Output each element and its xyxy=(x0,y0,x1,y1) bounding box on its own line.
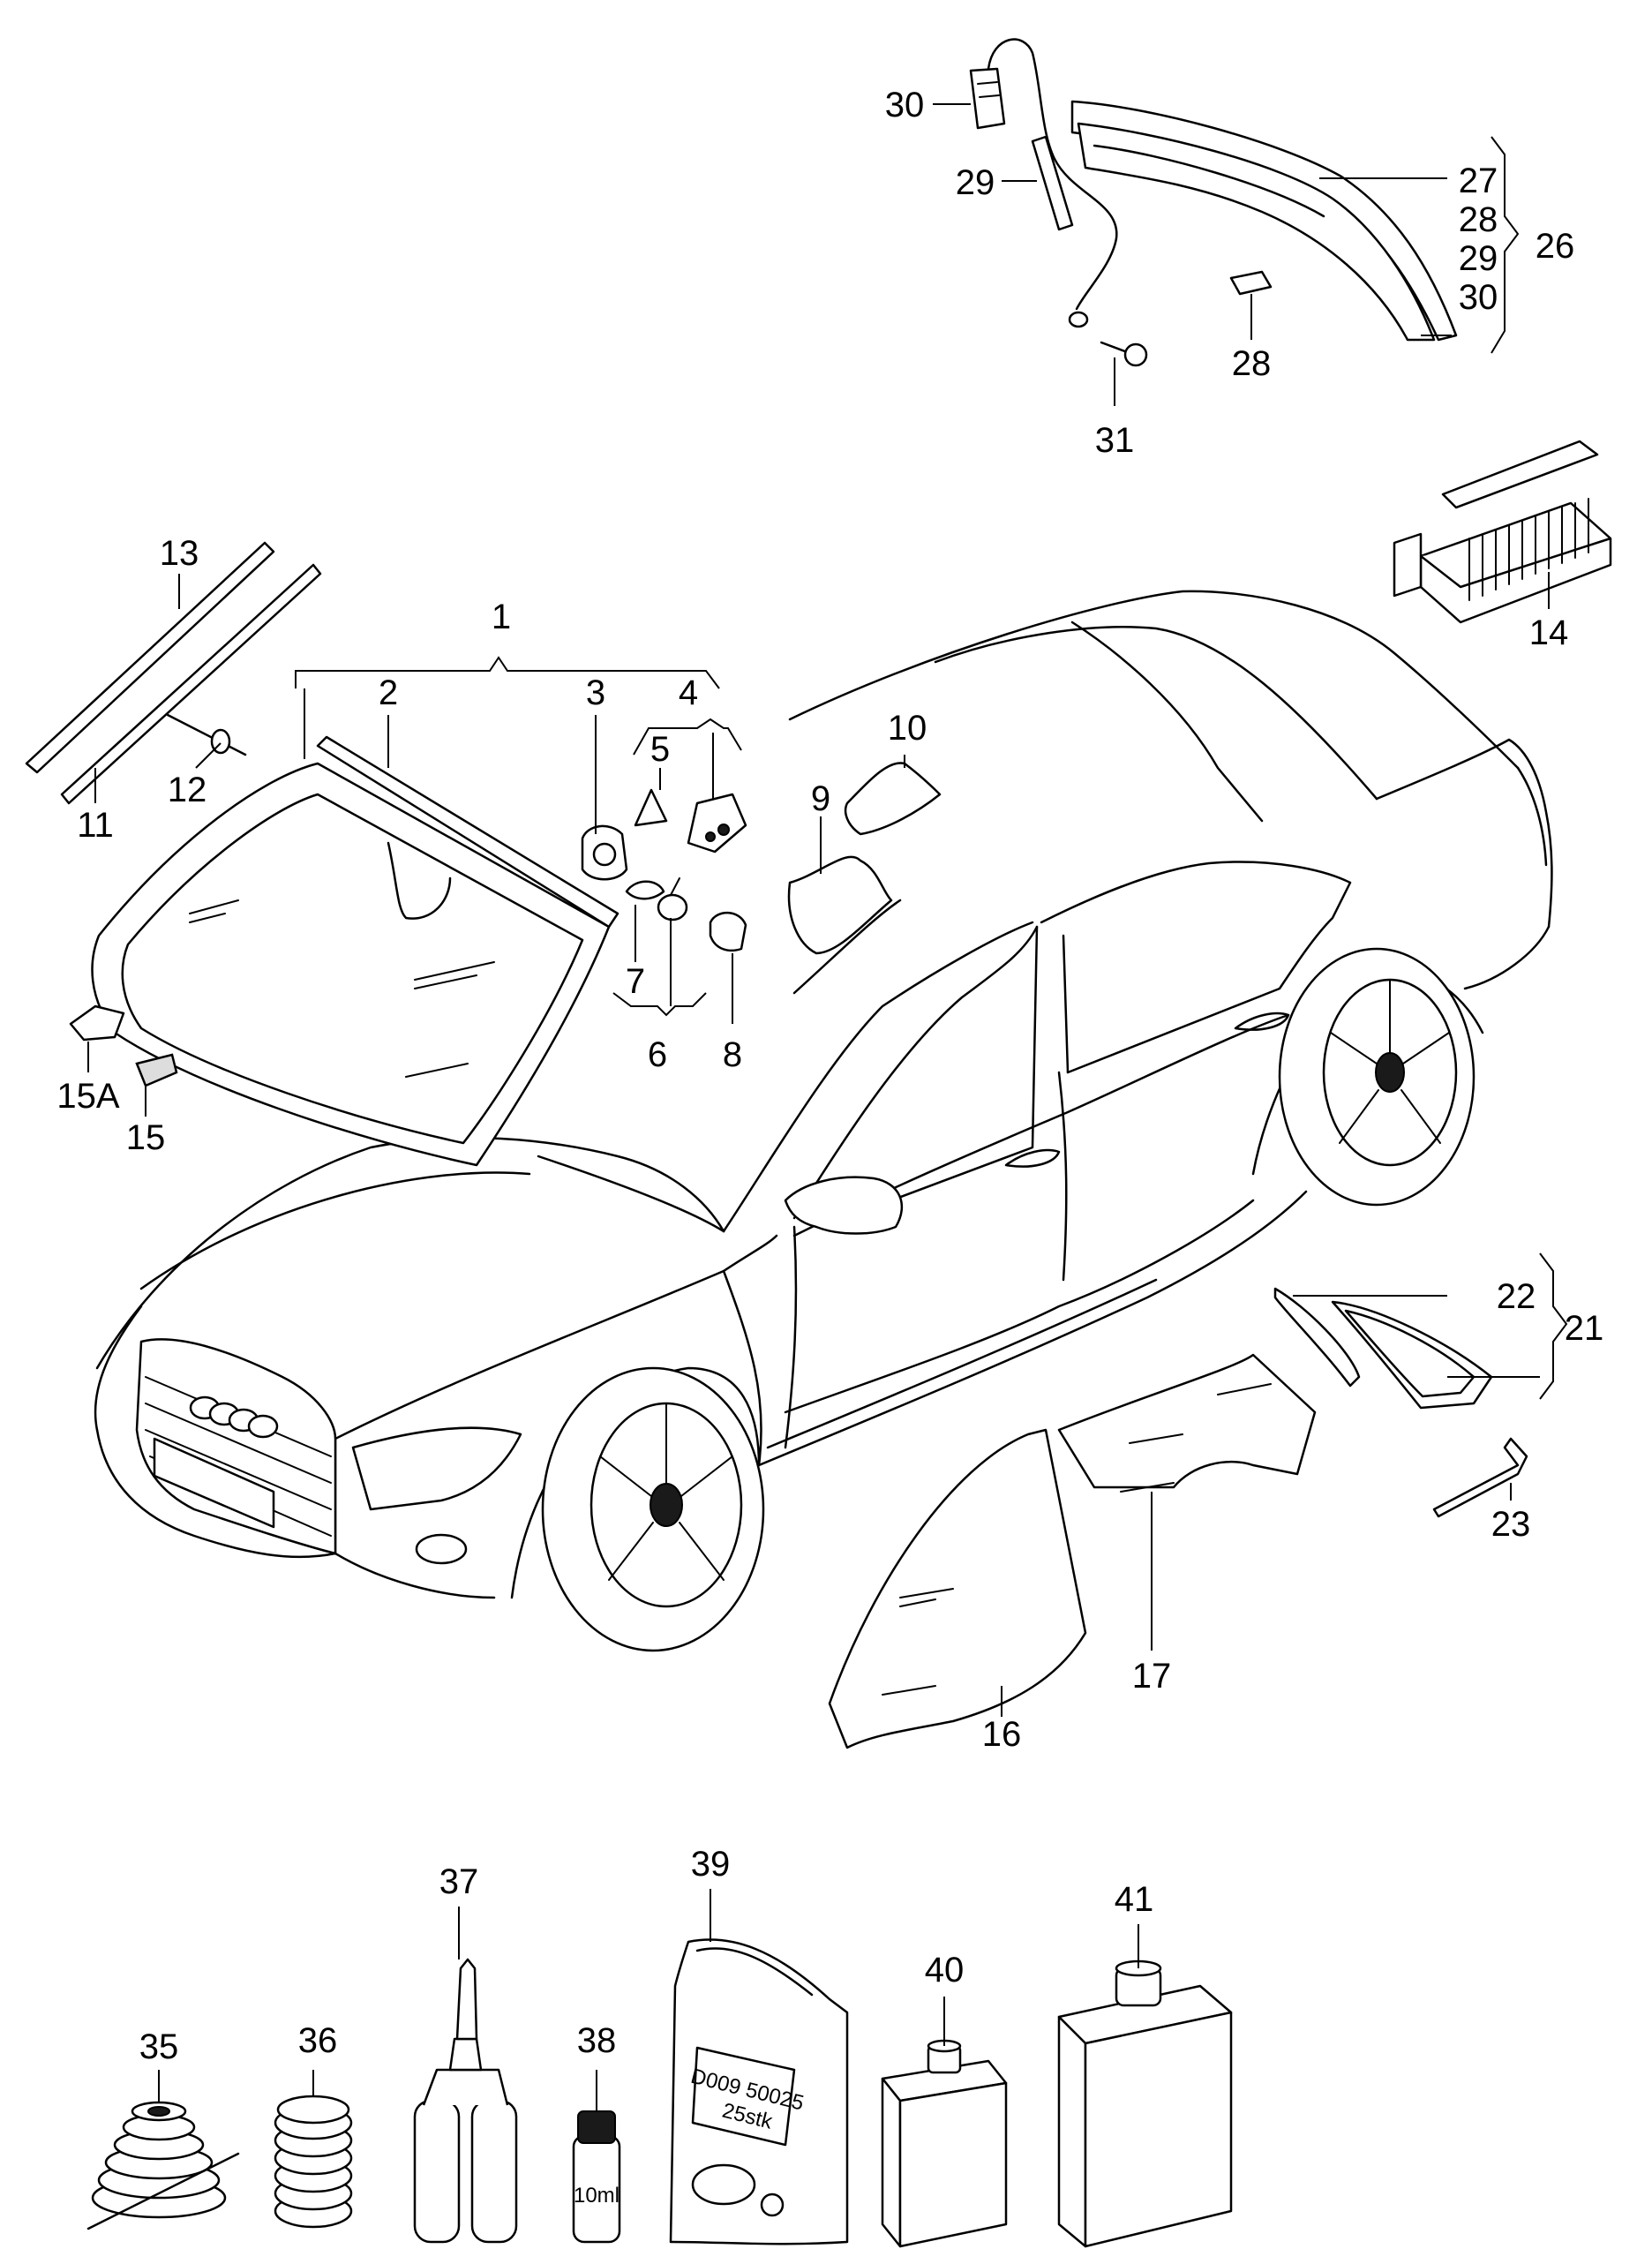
rear-wheel xyxy=(1278,947,1476,1207)
license-plate xyxy=(153,1437,275,1529)
cover-10 xyxy=(844,762,942,836)
callout-31: 31 xyxy=(1095,421,1135,460)
clips-bag-39: D009 50025 25stk xyxy=(669,1938,849,2245)
callout-40: 40 xyxy=(925,1951,965,1989)
glass-16-hatch xyxy=(882,1588,954,1696)
callout-28: 28 xyxy=(1232,344,1272,383)
callout-4: 4 xyxy=(679,673,698,712)
callout-1: 1 xyxy=(492,598,511,636)
control-unit-14 xyxy=(1393,440,1612,624)
rivet-12 xyxy=(166,713,247,756)
sealing-cord-36 xyxy=(274,2095,353,2229)
rear-door-glass-17 xyxy=(1057,1353,1317,1489)
brand-rings-logo xyxy=(189,1395,279,1439)
callout-28-group: 28 xyxy=(1459,200,1498,239)
trim-strip-11 xyxy=(60,563,322,805)
callout-7: 7 xyxy=(626,962,645,1001)
callout-3: 3 xyxy=(586,673,605,712)
car-body xyxy=(94,590,1553,1652)
windshield xyxy=(91,762,611,1167)
callout-26: 26 xyxy=(1536,227,1575,266)
callout-16: 16 xyxy=(982,1715,1022,1754)
callout-30: 30 xyxy=(885,86,925,124)
adhesive-cartridge-37 xyxy=(413,1958,518,2244)
callout-8: 8 xyxy=(723,1035,742,1074)
callout-10: 10 xyxy=(888,709,927,748)
callout-5: 5 xyxy=(650,730,670,769)
rain-sensor-4 xyxy=(687,793,747,854)
callout-29-group: 29 xyxy=(1459,239,1498,278)
front-door-glass-16 xyxy=(828,1428,1087,1749)
callout-37: 37 xyxy=(439,1862,479,1901)
callout-14: 14 xyxy=(1529,613,1569,652)
strip-29 xyxy=(1031,135,1074,231)
bottle-40 xyxy=(881,2039,1008,2248)
seal-23 xyxy=(1432,1437,1528,1518)
callout-15: 15 xyxy=(126,1118,166,1157)
glass-17-hatch xyxy=(1120,1383,1272,1493)
fog-light xyxy=(415,1533,468,1565)
cover-6 xyxy=(657,877,688,921)
callout-38: 38 xyxy=(577,2021,617,2060)
callout-30-group: 30 xyxy=(1459,278,1498,317)
sensor-clip-8 xyxy=(709,911,747,952)
clip-15 xyxy=(135,1053,178,1087)
callout-22: 22 xyxy=(1497,1277,1536,1316)
screw-31 xyxy=(1100,341,1148,367)
mirror-cover-9 xyxy=(787,855,893,955)
callout-9: 9 xyxy=(811,779,830,818)
leader-lines xyxy=(87,103,1568,2111)
callout-35: 35 xyxy=(139,2027,179,2066)
callout-17: 17 xyxy=(1132,1657,1172,1696)
primer-vial-38: 10ml xyxy=(572,2110,621,2244)
clip-28 xyxy=(1229,270,1273,296)
callout-36: 36 xyxy=(298,2021,338,2060)
bottle-41 xyxy=(1057,1959,1233,2248)
connector-30 xyxy=(969,38,1118,328)
callout-numbers: 1 2 3 4 5 6 7 8 9 10 11 12 13 14 15A 15 … xyxy=(56,86,1603,2066)
callout-23: 23 xyxy=(1491,1505,1531,1544)
callout-6: 6 xyxy=(648,1035,667,1074)
callout-21: 21 xyxy=(1565,1309,1604,1348)
sensor-bracket-3 xyxy=(581,824,628,881)
clip-15A xyxy=(69,1004,125,1042)
clip-7 xyxy=(625,880,665,900)
callout-27: 27 xyxy=(1459,162,1498,200)
callout-2: 2 xyxy=(379,673,398,712)
callout-12: 12 xyxy=(168,771,207,809)
callout-41: 41 xyxy=(1115,1880,1154,1919)
pad-5 xyxy=(634,788,668,827)
headlight xyxy=(351,1426,522,1511)
callout-29: 29 xyxy=(956,163,995,202)
windshield-seal-strip xyxy=(316,735,620,929)
trim-strip-13 xyxy=(25,541,275,774)
strip-22 xyxy=(1273,1287,1361,1388)
quarter-glass-21 xyxy=(1331,1300,1493,1410)
sealing-cord-35 xyxy=(86,2101,240,2230)
callout-39: 39 xyxy=(691,1845,731,1884)
callout-13: 13 xyxy=(160,534,199,573)
vial-label: 10ml xyxy=(574,2184,620,2208)
rear-window-26 xyxy=(1070,100,1458,342)
callout-15a: 15A xyxy=(56,1077,119,1116)
front-wheel xyxy=(541,1366,765,1652)
callout-11: 11 xyxy=(77,806,114,845)
